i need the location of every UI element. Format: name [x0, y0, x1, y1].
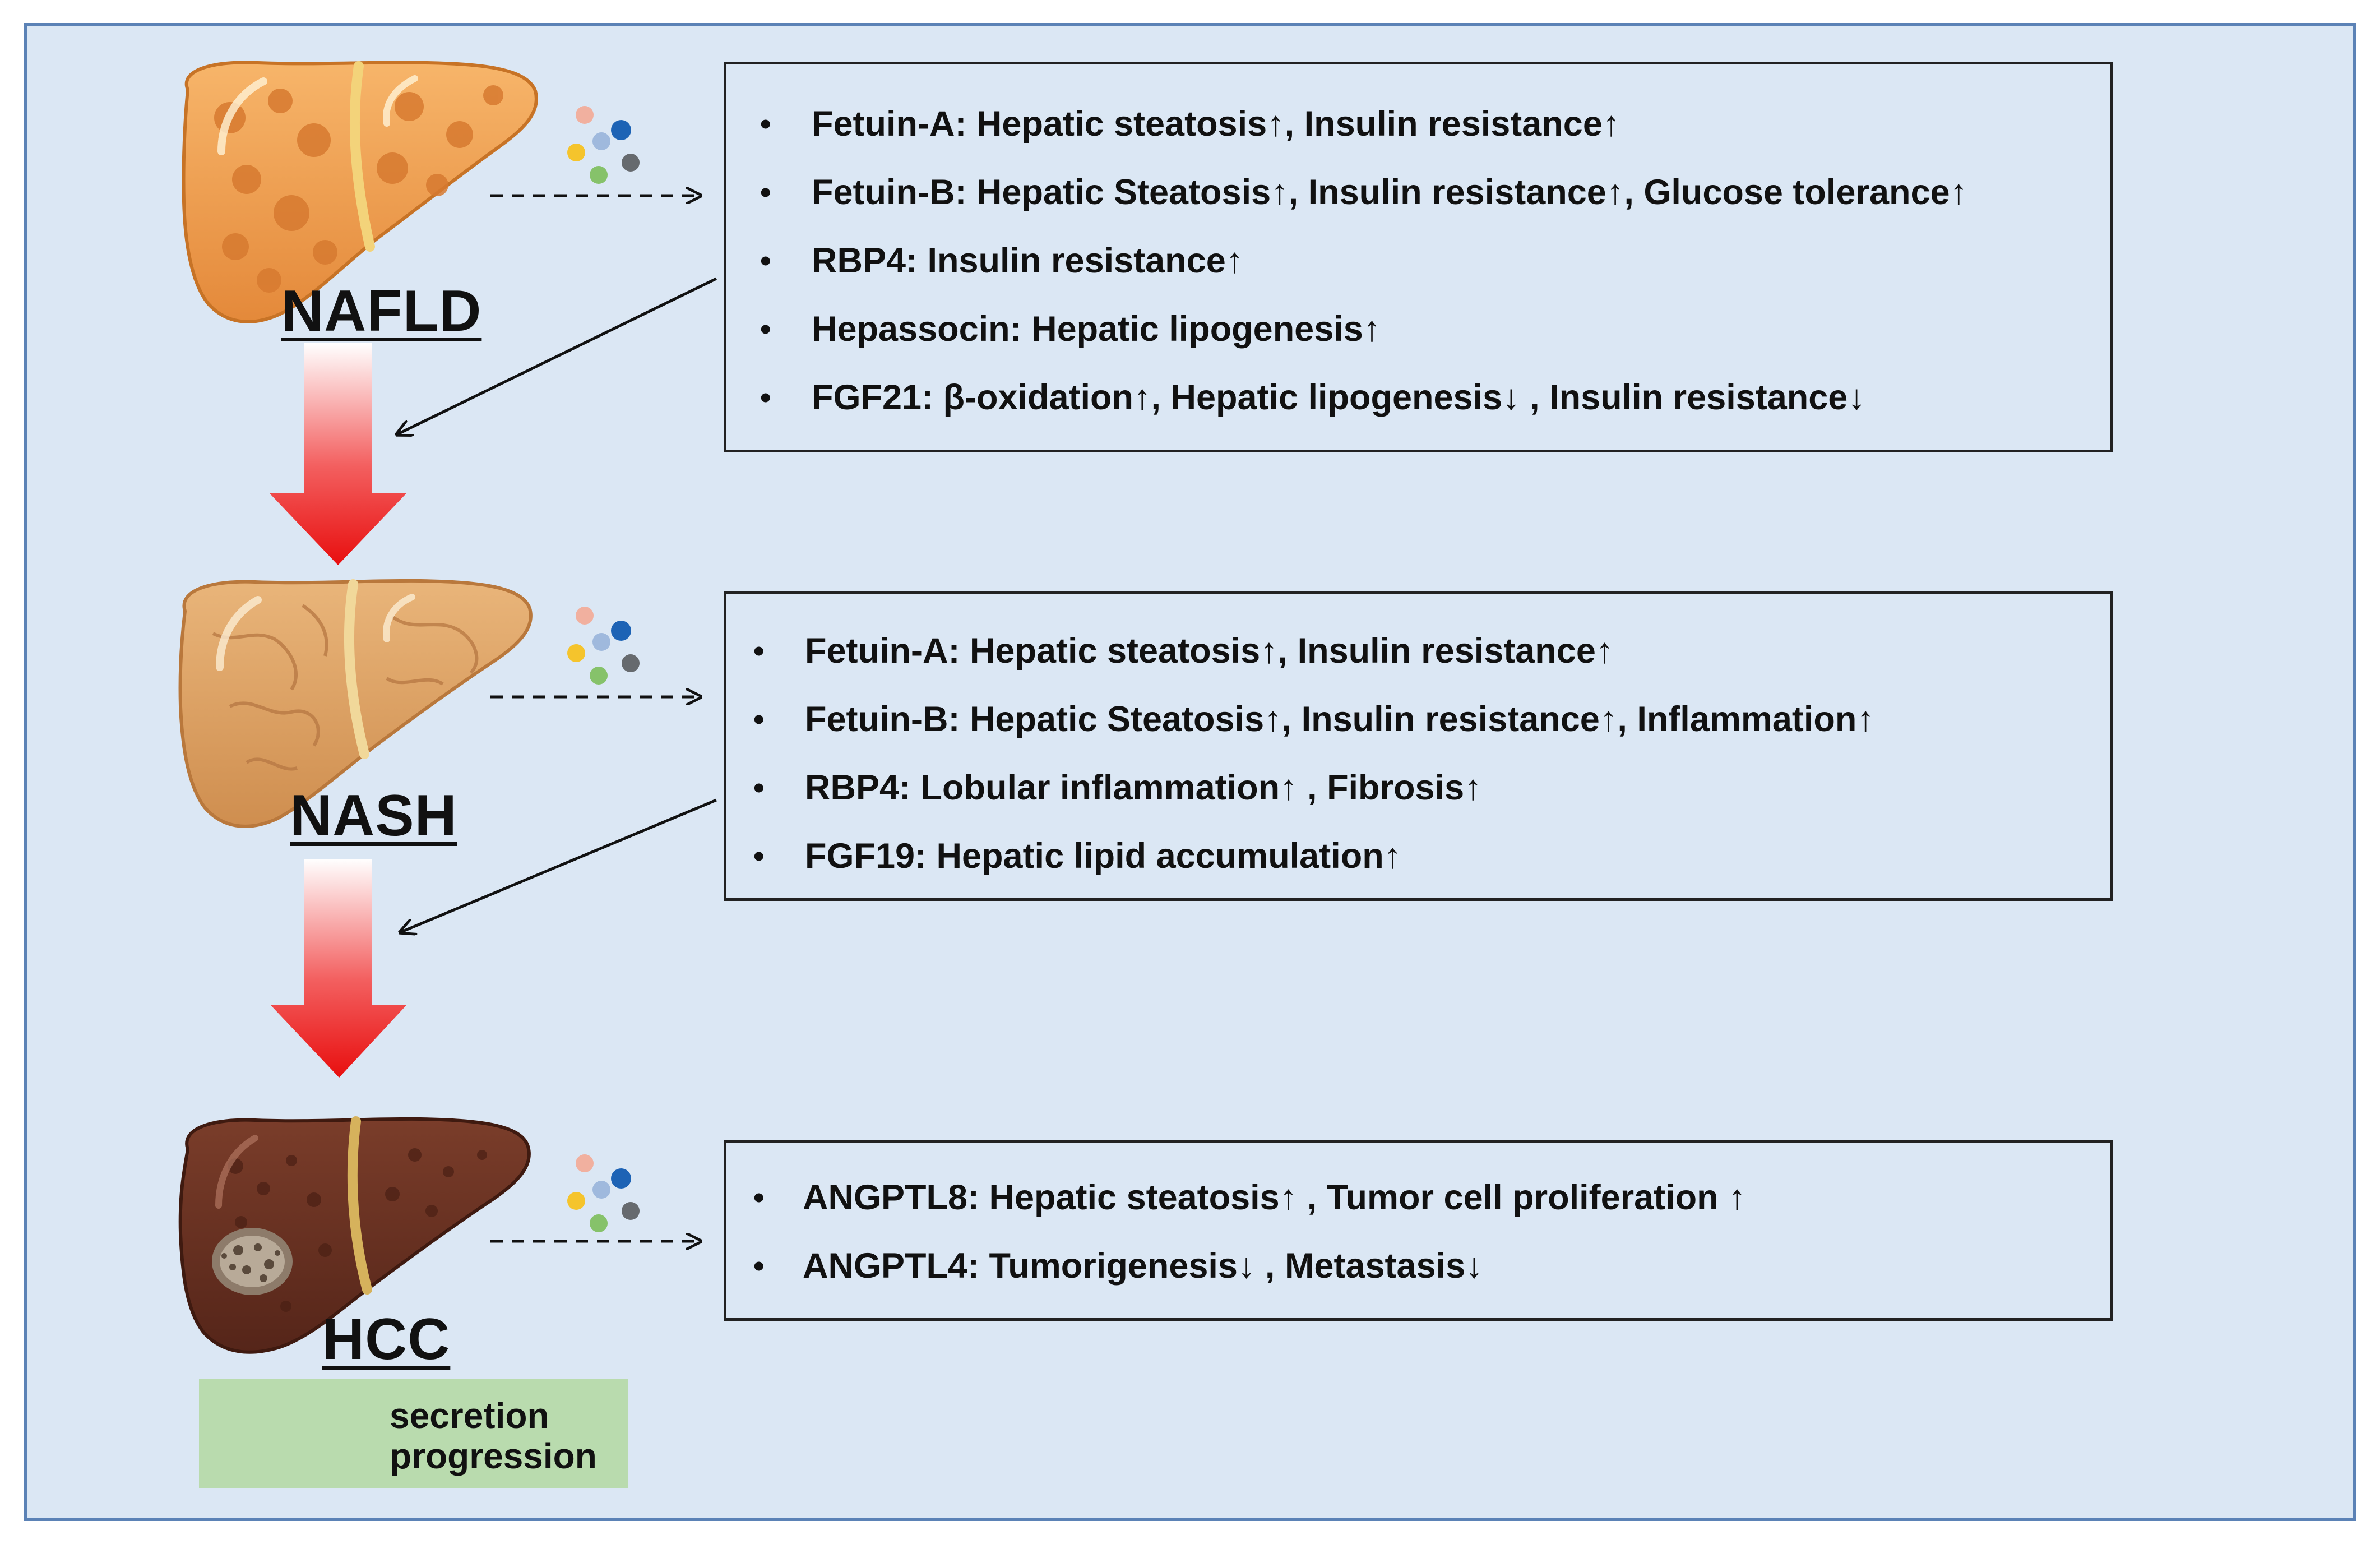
progression-arrow — [270, 343, 406, 565]
nafld-liver-illustration — [182, 61, 538, 323]
secreted-factors-icon — [567, 1154, 640, 1232]
nash-liver-illustration — [178, 579, 533, 828]
nash-effects-box: •Fetuin-A: Hepatic steatosis↑, Insulin r… — [724, 591, 2113, 901]
effect-arrow — [397, 277, 717, 434]
legend-secretion-label: secretion — [390, 1395, 549, 1436]
nafld-effects-box: •Fetuin-A: Hepatic steatosis↑, Insulin r… — [724, 62, 2113, 452]
secreted-factors-icon — [567, 106, 640, 184]
legend: secretion progression — [199, 1379, 628, 1488]
hcc-liver-illustration — [178, 1116, 531, 1354]
secreted-factors-icon — [567, 607, 640, 685]
legend-progression-label: progression — [390, 1436, 597, 1476]
progression-arrow — [271, 859, 406, 1078]
stage-label-hcc: HCC — [322, 1307, 451, 1372]
tumor-mass — [212, 1228, 293, 1295]
effect-arrow — [400, 798, 717, 932]
stage-label-nafld: NAFLD — [281, 279, 482, 344]
stage-label-nash: NASH — [290, 783, 457, 848]
hcc-effects-box: •ANGPTL8: Hepatic steatosis↑ , Tumor cel… — [724, 1140, 2113, 1321]
